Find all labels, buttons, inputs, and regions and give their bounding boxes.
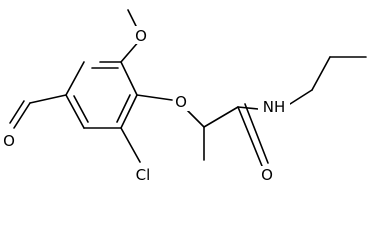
ether-oxygen-text: O (175, 93, 187, 111)
ring-double-bond (116, 94, 131, 123)
aldehyde-double-bond (9, 100, 25, 124)
carbonyl-double-bond (244, 103, 269, 164)
ring-double-bond (73, 95, 89, 123)
aldehyde-bond (29, 94, 67, 104)
propyl-bond (289, 89, 313, 105)
propyl-bond (311, 56, 331, 91)
ring-bond (120, 94, 138, 129)
chlorine-label: Cl (131, 165, 155, 184)
carbonyl-bond (203, 106, 239, 128)
amide-bond (237, 106, 259, 110)
carbonyl-double-bond (237, 106, 263, 167)
methoxy-oxygen-text: O (135, 27, 147, 45)
ring-bond (65, 61, 85, 96)
methoxy-oxygen-label: O (133, 26, 149, 45)
chlorine-text: Cl (136, 166, 151, 184)
ether-oxygen-label: O (173, 93, 189, 111)
amide-nh-text: NH (263, 98, 286, 116)
ring-bond (120, 61, 138, 96)
benzene-ring (65, 61, 138, 129)
amide-nh-label: NH (258, 98, 290, 116)
ring-bond (65, 94, 85, 129)
aldehyde-oxygen-text: O (3, 132, 15, 150)
carbonyl-oxygen-text: O (261, 166, 273, 184)
aldehyde-oxygen-label: O (1, 131, 17, 150)
carbonyl-oxygen-label: O (259, 166, 275, 184)
chloro-bond (120, 127, 141, 163)
structure-diagram: O O O Cl NH O (1, 9, 367, 184)
ether-bond (136, 94, 173, 101)
aldehyde-double-bond (13, 102, 31, 129)
ether-bond (184, 107, 205, 128)
